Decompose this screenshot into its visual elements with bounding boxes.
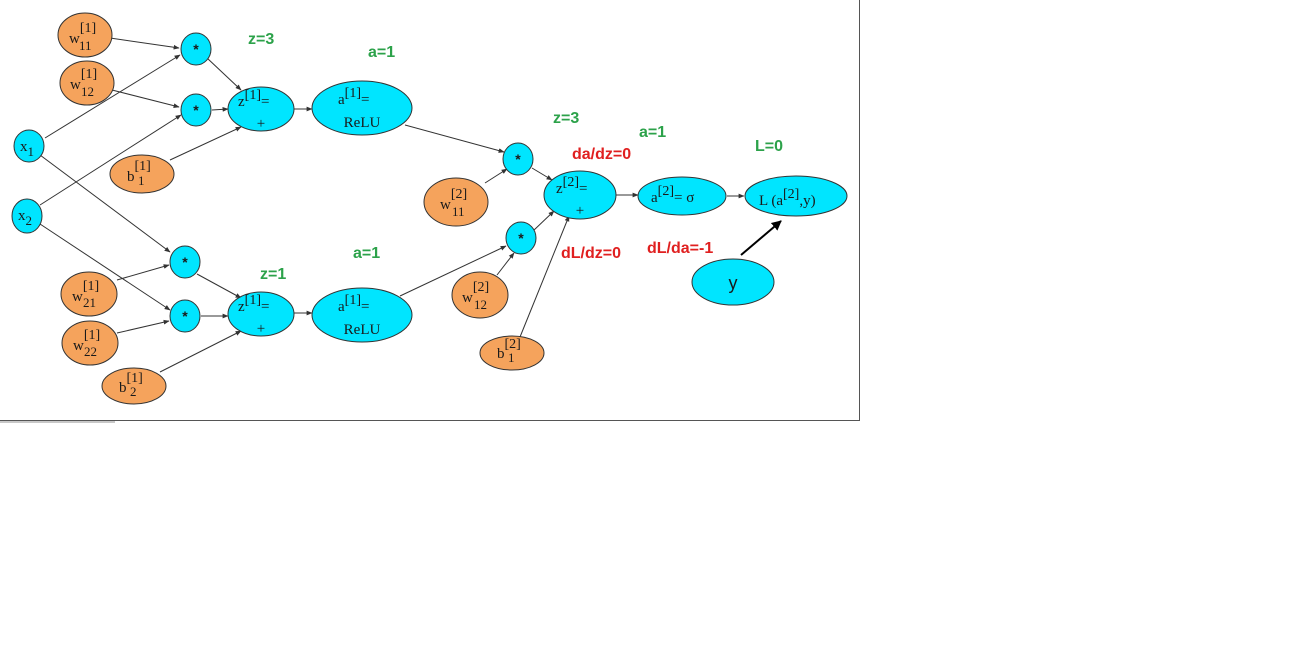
edge-mul6-z2: [532, 210, 555, 232]
edge-x1-mul1: [44, 54, 181, 139]
annotations: z=3 a=1 z=1 a=1 z=3 a=1 L=0 da/dz=0 dL/d…: [248, 31, 783, 283]
sum-node-z1-top: z[1]= +: [227, 86, 295, 132]
edge-b2-z1bot: [159, 330, 242, 373]
frame-shadow: [0, 421, 115, 423]
sum-node-z1-bottom: z[1]= +: [227, 291, 295, 337]
relu-node-a1-top: a[1]= ReLU: [311, 80, 413, 136]
svg-text:w[2]12: w[2]12: [462, 280, 489, 312]
svg-text:b[1]1: b[1]1: [127, 159, 151, 188]
svg-text:*: *: [515, 151, 521, 167]
edge-w22-mul4: [116, 319, 170, 334]
svg-text:b[2]1: b[2]1: [497, 337, 521, 365]
edge-a1bot-mul6: [399, 245, 507, 297]
svg-text:ReLU: ReLU: [344, 115, 381, 131]
svg-text:z[1]=: z[1]=: [238, 88, 269, 110]
bias-b1-2: b[2]1: [479, 335, 545, 371]
multiply-node-6: *: [505, 221, 537, 255]
svg-text:*: *: [182, 308, 188, 324]
annotation-da-dz: da/dz=0: [572, 146, 631, 163]
edge-b1-2-z2: [519, 215, 570, 338]
bias-b2-1: b[1]2: [101, 367, 167, 405]
annotation-z-out: z=3: [553, 110, 579, 127]
svg-text:b[1]2: b[1]2: [119, 371, 143, 399]
annotation-z-top: z=3: [248, 31, 274, 48]
annotation-dl-dz: dL/dz=0: [561, 245, 621, 262]
weight-w12-2: w[2]12: [451, 271, 509, 319]
svg-text:*: *: [193, 102, 199, 118]
svg-text:y: y: [729, 273, 738, 293]
svg-text:w[1]21: w[1]21: [72, 279, 99, 310]
edge-b1-z1top: [169, 126, 242, 161]
edge-w11-mul1: [109, 37, 180, 50]
svg-text:a[1]=: a[1]=: [338, 86, 369, 108]
edge-x1-mul3: [39, 154, 171, 253]
edge-w21-mul3: [116, 264, 170, 281]
annotation-dl-da: dL/da=-1: [647, 240, 713, 257]
relu-node-a1-bottom: a[1]= ReLU: [311, 287, 413, 343]
multiply-node-1: *: [180, 32, 212, 66]
bias-b1-1: b[1]1: [109, 154, 175, 194]
input-x2: x2: [11, 198, 43, 234]
svg-text:w[1]12: w[1]12: [70, 67, 97, 99]
svg-text:x2: x2: [18, 208, 32, 228]
svg-text:*: *: [182, 254, 188, 270]
edge-y-loss: [740, 220, 782, 256]
svg-text:+: +: [576, 203, 584, 219]
svg-text:x1: x1: [20, 139, 34, 159]
annotation-a-out: a=1: [639, 124, 666, 141]
svg-text:*: *: [193, 41, 199, 57]
edges: [39, 37, 782, 373]
weight-w21-1: w[1]21: [60, 271, 118, 317]
edge-mul1-z1top: [206, 57, 242, 91]
svg-text:w[1]22: w[1]22: [73, 328, 100, 359]
svg-text:w[2]11: w[2]11: [440, 187, 467, 219]
edge-x2-mul4: [39, 223, 171, 311]
svg-text:+: +: [257, 321, 265, 337]
edge-w11-2-mul5: [484, 168, 508, 184]
edge-mul5-z2: [531, 167, 553, 181]
svg-text:w[1]11: w[1]11: [69, 21, 96, 53]
weight-w11-1: w[1]11: [57, 12, 113, 58]
multiply-node-3: *: [169, 245, 201, 279]
svg-text:+: +: [257, 116, 265, 132]
sum-node-z2: z[2]= +: [543, 170, 617, 220]
svg-text:L (a[2],y): L (a[2],y): [759, 187, 816, 209]
weight-w22-1: w[1]22: [61, 320, 119, 366]
svg-text:*: *: [518, 230, 524, 246]
annotation-a-bottom: a=1: [353, 245, 380, 262]
weight-w12-1: w[1]12: [59, 60, 115, 106]
svg-text:ReLU: ReLU: [344, 322, 381, 338]
svg-text:a[2]= σ: a[2]= σ: [651, 184, 694, 206]
edge-x2-mul2: [39, 114, 182, 206]
weight-w11-2: w[2]11: [423, 177, 489, 227]
edge-w12-2-mul6: [496, 252, 515, 276]
edge-w12-mul2: [111, 89, 180, 108]
edge-a1top-mul5: [404, 124, 505, 153]
multiply-node-5: *: [502, 142, 534, 176]
svg-text:z[2]=: z[2]=: [556, 175, 587, 197]
sigmoid-node-a2: a[2]= σ: [637, 176, 727, 216]
multiply-node-2: *: [180, 93, 212, 127]
input-x1: x1: [13, 129, 45, 163]
edge-mul2-z1top: [211, 106, 229, 112]
edge-mul3-z1bot: [196, 273, 242, 299]
annotation-a-top: a=1: [368, 44, 395, 61]
annotation-loss-value: L=0: [755, 138, 783, 155]
svg-text:a[1]=: a[1]=: [338, 293, 369, 315]
svg-text:z[1]=: z[1]=: [238, 293, 269, 315]
loss-node: L (a[2],y): [744, 175, 848, 217]
multiply-node-4: *: [169, 299, 201, 333]
annotation-z-bottom: z=1: [260, 266, 286, 283]
target-node-y: y: [691, 258, 775, 306]
